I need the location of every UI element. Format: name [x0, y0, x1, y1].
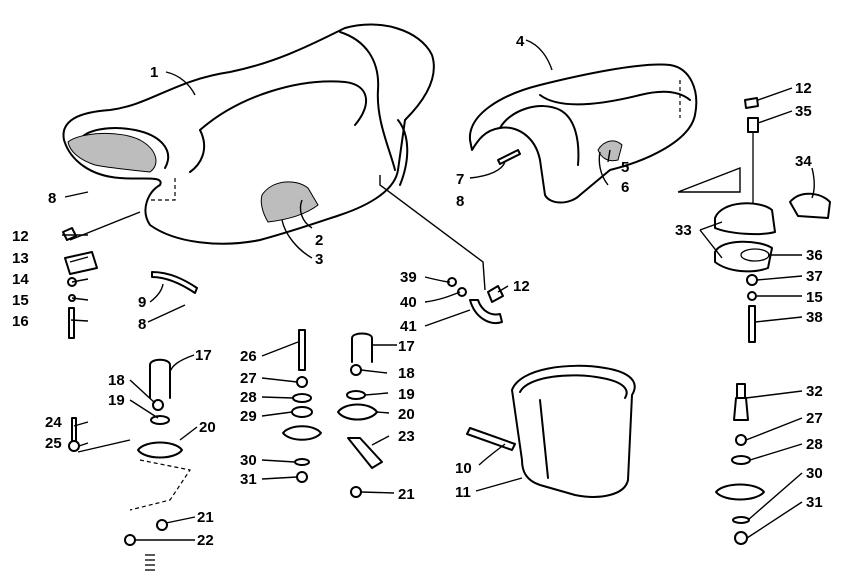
callout-27-a: 27 [240, 370, 257, 387]
callout-2: 2 [315, 232, 323, 249]
callout-13: 13 [12, 250, 29, 267]
callout-31-b: 31 [806, 494, 823, 511]
callout-18-b: 18 [398, 365, 415, 382]
callout-20-b: 20 [398, 406, 415, 423]
callout-15-right: 15 [806, 289, 823, 306]
callout-20-a: 20 [199, 419, 216, 436]
callout-14: 14 [12, 271, 29, 288]
callout-41: 41 [400, 318, 417, 335]
callout-30-a: 30 [240, 452, 257, 469]
callout-40: 40 [400, 294, 417, 311]
callout-8-cover: 8 [456, 193, 464, 210]
callout-5: 5 [621, 159, 629, 176]
storage-basket [466, 364, 636, 498]
callout-22: 22 [197, 532, 214, 549]
callout-35: 35 [795, 103, 812, 120]
callout-36: 36 [806, 247, 823, 264]
callout-21-a: 21 [197, 509, 214, 526]
callout-7: 7 [456, 171, 464, 188]
callout-3: 3 [315, 251, 323, 268]
callout-37: 37 [806, 268, 823, 285]
latch-hardware [677, 97, 831, 545]
callout-31-a: 31 [240, 471, 257, 488]
callout-8-seat: 8 [48, 190, 56, 207]
callout-16: 16 [12, 313, 29, 330]
callout-30-b: 30 [806, 465, 823, 482]
fastener-stack-b [282, 329, 322, 483]
callout-8-strap: 8 [138, 316, 146, 333]
callout-17-b: 17 [398, 338, 415, 355]
callout-12-latch: 12 [795, 80, 812, 97]
callout-28-b: 28 [806, 436, 823, 453]
callout-15-left: 15 [12, 292, 29, 309]
callout-18-a: 18 [108, 372, 125, 389]
leader-lines [62, 39, 815, 541]
callout-9: 9 [138, 294, 146, 311]
callout-4: 4 [516, 33, 525, 50]
callout-6: 6 [621, 179, 629, 196]
callout-21-b: 21 [398, 486, 415, 503]
fastener-stack-a [68, 358, 191, 571]
callout-12-strap: 12 [513, 278, 530, 295]
callout-19-b: 19 [398, 386, 415, 403]
callout-33: 33 [675, 222, 692, 239]
callout-11: 11 [455, 484, 471, 501]
callout-labels: 1 2 3 4 5 6 7 8 8 8 9 10 11 12 12 12 13 … [12, 33, 823, 549]
callout-19-a: 19 [108, 392, 125, 409]
callout-25: 25 [45, 435, 62, 452]
callout-39: 39 [400, 269, 417, 286]
callout-27-b: 27 [806, 410, 823, 427]
straps [151, 149, 521, 324]
rear-seat-cover [468, 63, 698, 204]
callout-28-a: 28 [240, 389, 257, 406]
callout-23: 23 [398, 428, 415, 445]
callout-26: 26 [240, 348, 257, 365]
callout-24: 24 [45, 414, 62, 431]
callout-17-a: 17 [195, 347, 212, 364]
callout-12-left: 12 [12, 228, 29, 245]
seat-assembly [62, 23, 435, 245]
callout-38: 38 [806, 309, 823, 326]
fastener-stack-c [337, 332, 383, 498]
callout-10: 10 [455, 460, 472, 477]
left-mount-hardware [62, 211, 141, 339]
callout-34: 34 [795, 153, 812, 170]
callout-1: 1 [150, 64, 158, 81]
callout-29: 29 [240, 408, 257, 425]
callout-32: 32 [806, 383, 823, 400]
